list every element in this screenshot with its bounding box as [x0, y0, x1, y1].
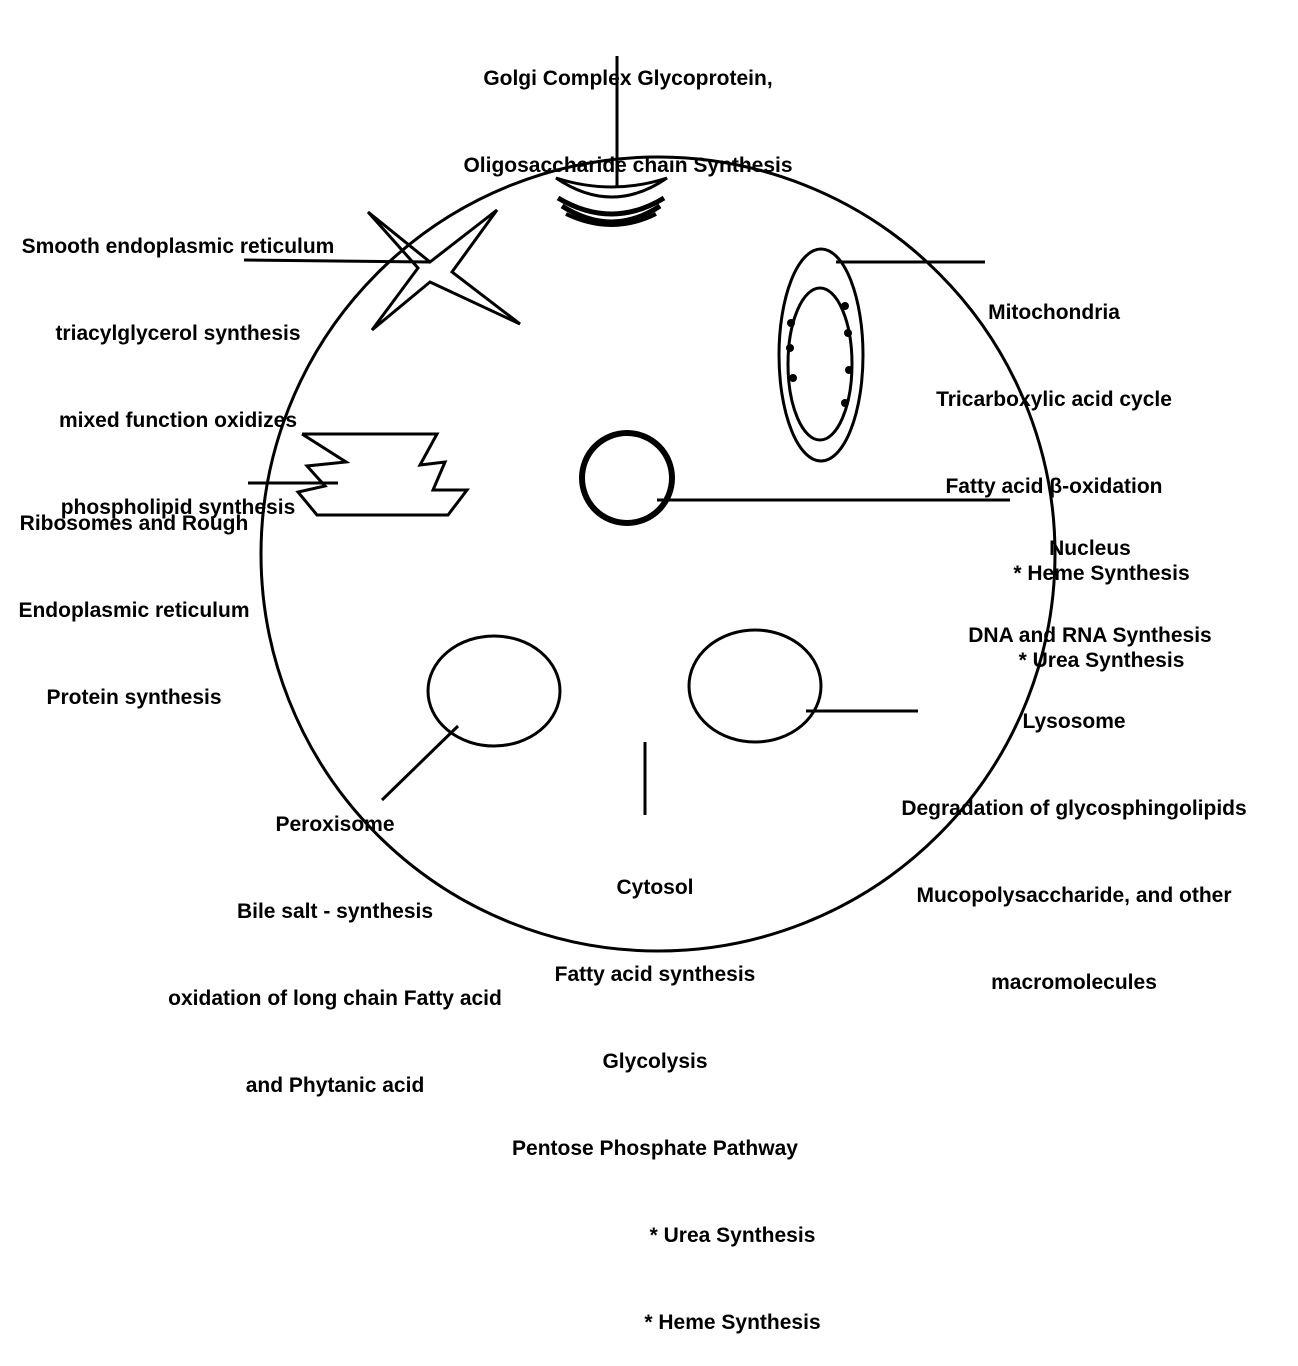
- lysosome-label-line: Degradation of glycosphingolipids: [860, 794, 1288, 823]
- golgi-label-line: Golgi Complex Glycoprotein,: [413, 64, 843, 93]
- rough-er-label: Ribosomes and Rough Endoplasmic reticulu…: [0, 451, 268, 741]
- nucleus-label-line: Nucleus: [935, 534, 1245, 563]
- cytosol-label-line: Cytosol: [470, 873, 840, 902]
- nucleus-shape: [582, 433, 672, 523]
- cytosol-label-line: Pentose Phosphate Pathway: [470, 1134, 840, 1163]
- cytosol-label: Cytosol Fatty acid synthesis Glycolysis …: [470, 815, 840, 1366]
- cytosol-label-line: * Urea Synthesis: [470, 1221, 840, 1250]
- smooth-er-shape: [368, 210, 520, 330]
- lysosome-label: Lysosome Degradation of glycosphingolipi…: [860, 649, 1288, 1026]
- peroxisome-shape: [428, 636, 560, 746]
- smooth-er-label-line: Smooth endoplasmic reticulum: [0, 232, 356, 261]
- smooth-er-label-line: triacylglycerol synthesis: [0, 319, 356, 348]
- cytosol-label-line: Glycolysis: [470, 1047, 840, 1076]
- nucleus-label-line: DNA and RNA Synthesis: [935, 621, 1245, 650]
- mitochondria-label-line: Mitochondria: [899, 298, 1209, 327]
- smooth-er-label-line: mixed function oxidizes: [0, 406, 356, 435]
- lysosome-label-line: Lysosome: [860, 707, 1288, 736]
- golgi-label-line: Oligosaccharide chain Synthesis: [413, 151, 843, 180]
- rough-er-label-line: Protein synthesis: [0, 683, 268, 712]
- cytosol-label-line: * Heme Synthesis: [470, 1308, 840, 1337]
- lysosome-label-line: macromolecules: [860, 968, 1288, 997]
- lysosome-shape: [689, 630, 821, 742]
- rough-er-label-line: Ribosomes and Rough: [0, 509, 268, 538]
- mitochondria-label-line: Tricarboxylic acid cycle: [899, 385, 1209, 414]
- mitochondria-shape: [779, 249, 863, 461]
- golgi-label: Golgi Complex Glycoprotein, Oligosacchar…: [413, 6, 843, 209]
- cytosol-label-line: Fatty acid synthesis: [470, 960, 840, 989]
- lysosome-label-line: Mucopolysaccharide, and other: [860, 881, 1288, 910]
- rough-er-label-line: Endoplasmic reticulum: [0, 596, 268, 625]
